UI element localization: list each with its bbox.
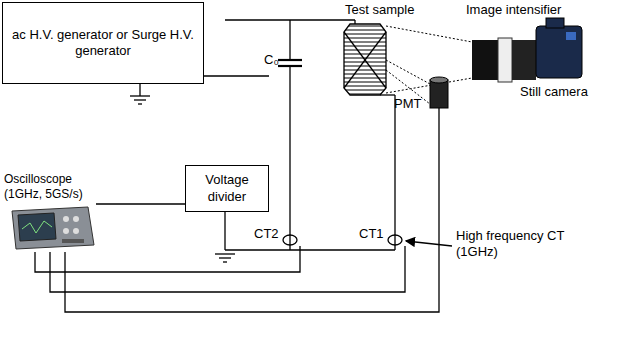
pmt-tube: [430, 77, 448, 108]
voltage-divider-box: Voltage divider: [185, 165, 269, 212]
part-label: CT2: [254, 226, 279, 242]
node-text: Voltage divider: [186, 172, 268, 205]
part-label: PMT: [394, 96, 421, 112]
test-sample-coil: [344, 24, 386, 95]
part-label: Image intensifier: [466, 2, 561, 18]
part-label: High frequency CT (1GHz): [456, 228, 566, 259]
part-label: C₀: [264, 52, 279, 68]
oscilloscope: Oscilloscope (1GHz, 5GS/s): [4, 172, 96, 251]
camera: [472, 18, 582, 82]
sight-lines: [386, 26, 472, 104]
part-label: Still camera: [520, 84, 588, 100]
wire: [96, 203, 185, 204]
generator-box: ac H.V. generator or Surge H.V. generato…: [2, 2, 204, 84]
oscilloscope-symbol: [4, 205, 96, 251]
node-text: Oscilloscope (1GHz, 5GS/s): [4, 172, 96, 202]
node-text: ac H.V. generator or Surge H.V. generato…: [3, 27, 203, 60]
part-label: CT1: [359, 226, 384, 242]
part-label: Test sample: [345, 2, 414, 18]
